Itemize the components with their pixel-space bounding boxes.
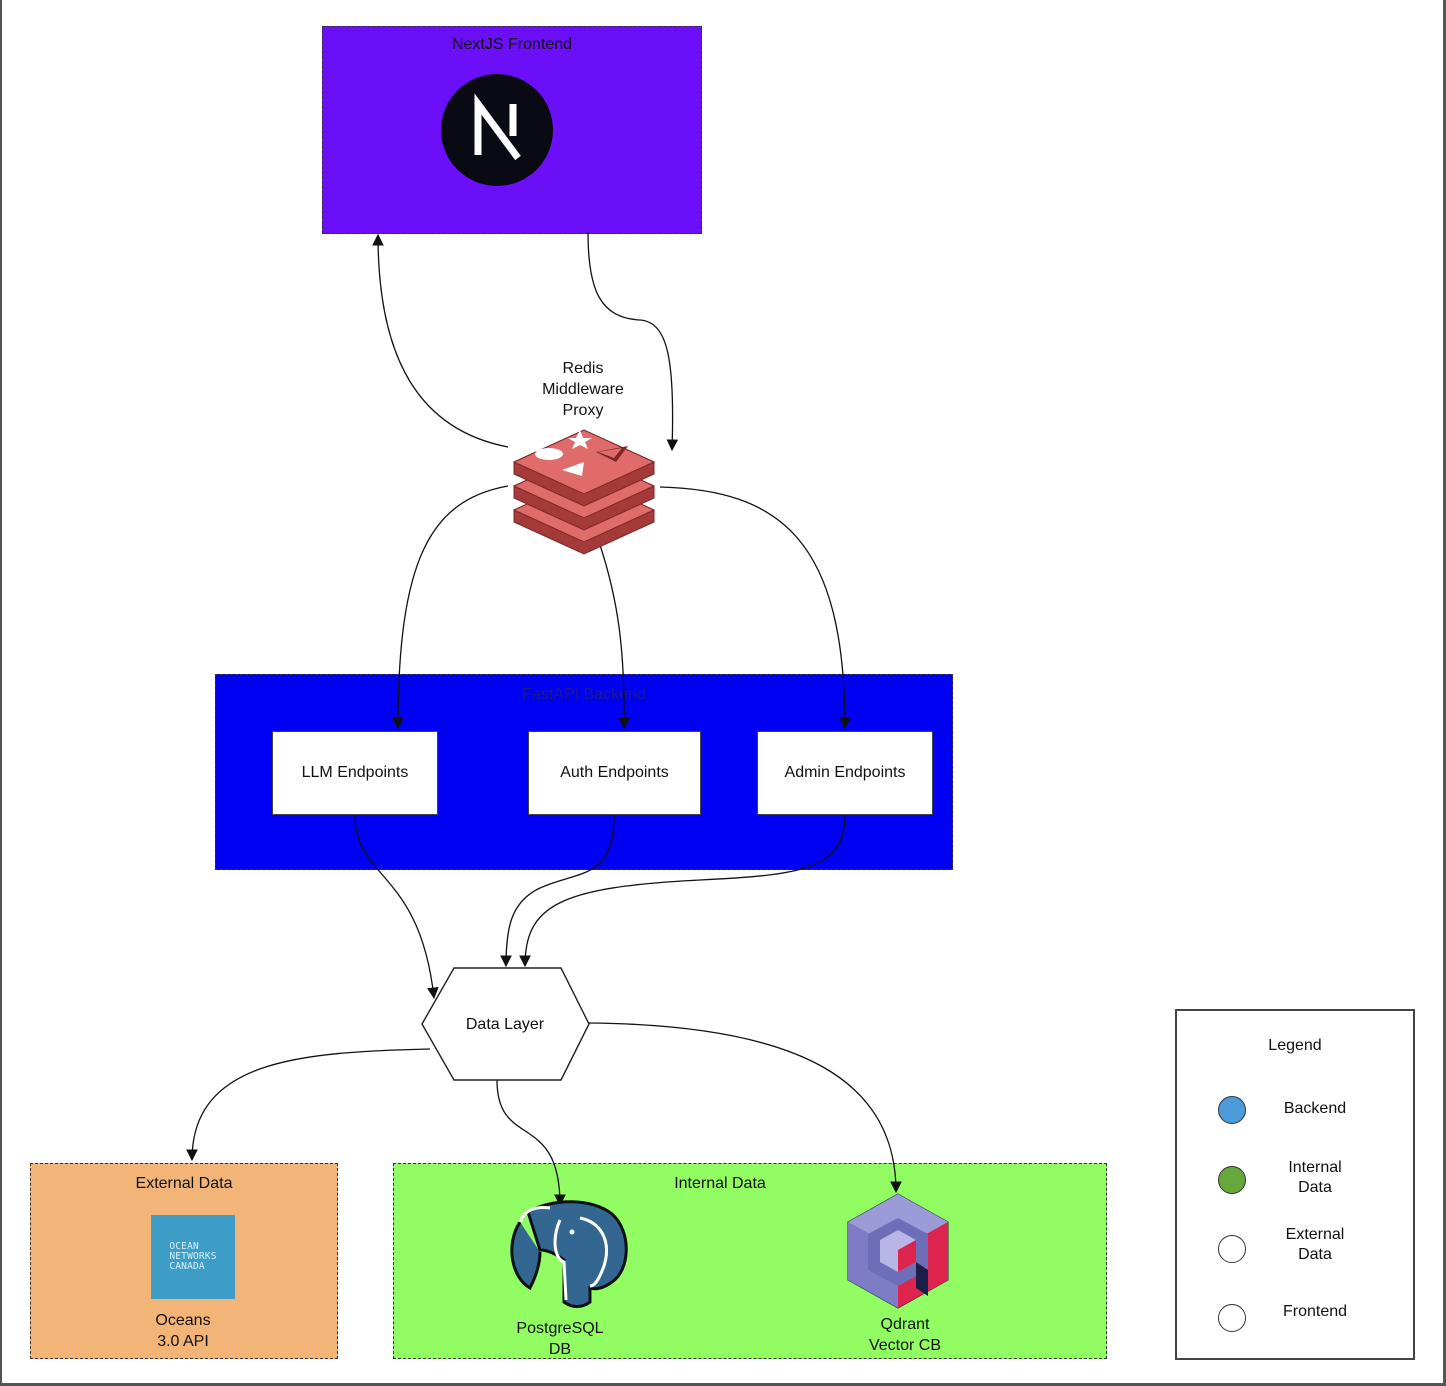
connector-redis-to-auth bbox=[599, 544, 630, 730]
connector-frontend-to-redis bbox=[587, 231, 679, 452]
backend-group-title: FastAPI Backend bbox=[522, 686, 646, 703]
connector-datalayer-to-qdrant bbox=[588, 1022, 902, 1194]
llm-endpoints-label: LLM Endpoints bbox=[301, 764, 409, 781]
window-frame-bottom bbox=[0, 1383, 1446, 1386]
qdrant-vector-label: Qdrant Vector CB bbox=[840, 1314, 970, 1356]
redis-label-line-3: Proxy bbox=[562, 402, 604, 419]
connector-datalayer-to-external bbox=[186, 1048, 431, 1162]
ocean-networks-canada-logo-icon: OCEAN NETWORKS CANADA bbox=[151, 1215, 235, 1299]
nextjs-logo-icon bbox=[441, 74, 553, 186]
redis-logo-icon bbox=[512, 429, 656, 555]
internal-group-title: Internal Data bbox=[674, 1175, 766, 1192]
legend-dot-backend bbox=[1218, 1096, 1246, 1124]
data-layer-label: Data Layer bbox=[465, 1016, 545, 1033]
legend-label-internal-data: Internal Data bbox=[1265, 1158, 1365, 1198]
connector-datalayer-to-postgres bbox=[496, 1079, 566, 1207]
legend-external-line-1: External bbox=[1285, 1226, 1345, 1243]
qdrant-logo-icon bbox=[847, 1193, 949, 1309]
redis-middleware-proxy-label: Redis Middleware Proxy bbox=[520, 358, 646, 421]
legend-dot-internal-data bbox=[1218, 1166, 1246, 1194]
connector-admin-to-datalayer bbox=[519, 814, 846, 968]
window-frame-right bbox=[1443, 0, 1446, 1386]
qdrant-label-line-1: Qdrant bbox=[880, 1316, 930, 1333]
legend-label-frontend: Frontend bbox=[1265, 1302, 1365, 1322]
legend-dot-frontend bbox=[1218, 1304, 1246, 1332]
admin-endpoints-label: Admin Endpoints bbox=[784, 764, 906, 781]
window-frame-left bbox=[0, 0, 2, 1386]
data-layer-hexagon bbox=[421, 967, 590, 1081]
legend-box[interactable]: Legend Backend Internal Data External Da… bbox=[1175, 1009, 1415, 1360]
legend-title: Legend bbox=[1268, 1037, 1322, 1054]
redis-label-line-1: Redis bbox=[562, 360, 604, 377]
legend-dot-external-data bbox=[1218, 1235, 1246, 1263]
auth-endpoints-label: Auth Endpoints bbox=[560, 764, 669, 781]
onc-logo-line-3: CANADA bbox=[169, 1261, 205, 1272]
auth-endpoints-box[interactable]: Auth Endpoints bbox=[528, 731, 701, 815]
legend-label-backend: Backend bbox=[1265, 1099, 1365, 1119]
qdrant-label-line-2: Vector CB bbox=[868, 1337, 942, 1354]
connector-redis-to-llm bbox=[392, 485, 509, 730]
postgresql-elephant-icon bbox=[510, 1200, 628, 1308]
connector-redis-to-frontend bbox=[372, 233, 509, 448]
legend-label-external-data: External Data bbox=[1265, 1225, 1365, 1265]
connector-llm-to-datalayer bbox=[354, 814, 439, 1000]
llm-endpoints-box[interactable]: LLM Endpoints bbox=[272, 731, 438, 815]
legend-backend-line-1: Backend bbox=[1283, 1100, 1347, 1117]
postgres-label-line-2: DB bbox=[548, 1341, 572, 1358]
postgresql-db-label: PostgreSQL DB bbox=[490, 1318, 630, 1360]
legend-internal-line-1: Internal bbox=[1288, 1159, 1342, 1176]
external-group-title: External Data bbox=[135, 1175, 233, 1192]
oceans-label-line-1: Oceans bbox=[155, 1312, 211, 1329]
legend-external-line-2: Data bbox=[1298, 1246, 1332, 1263]
frontend-group-title: NextJS Frontend bbox=[451, 36, 573, 53]
legend-frontend-line-1: Frontend bbox=[1282, 1303, 1348, 1320]
oceans-label-line-2: 3.0 API bbox=[157, 1333, 209, 1350]
connector-redis-to-admin bbox=[659, 486, 851, 730]
redis-label-line-2: Middleware bbox=[542, 381, 624, 398]
onc-logo-line-2: NETWORKS bbox=[169, 1251, 217, 1262]
admin-endpoints-box[interactable]: Admin Endpoints bbox=[757, 731, 933, 815]
onc-logo-line-1: OCEAN bbox=[169, 1241, 199, 1252]
oceans-api-label: Oceans 3.0 API bbox=[120, 1310, 246, 1352]
postgres-label-line-1: PostgreSQL bbox=[516, 1320, 604, 1337]
connector-auth-to-datalayer bbox=[500, 814, 615, 968]
legend-internal-line-2: Data bbox=[1298, 1179, 1332, 1196]
